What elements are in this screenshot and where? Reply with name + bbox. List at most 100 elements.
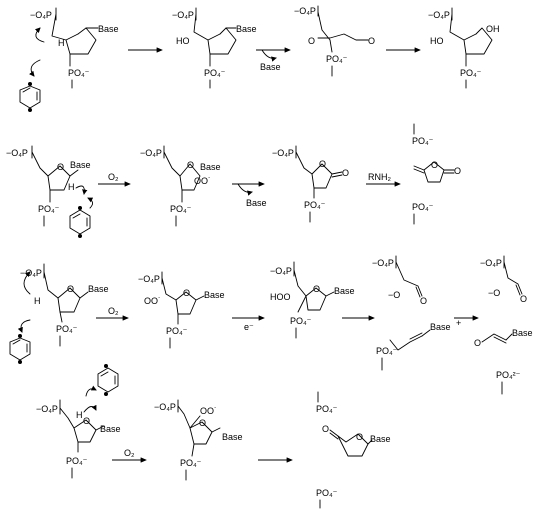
plus-sign: + — [456, 318, 461, 328]
row1-intermediate-2: −O₄P O O PO₄⁻ — [294, 5, 375, 77]
row2-products: PO₄⁻ O O PO₄⁻ — [412, 123, 461, 225]
svg-text:Base: Base — [100, 424, 121, 434]
svg-text:−O₄P: −O₄P — [294, 6, 316, 16]
svg-text:OO˙: OO˙ — [194, 176, 211, 186]
row3-final-products: −O₄P −O O O Base PO₄²⁻ — [474, 255, 533, 395]
svg-text:PO₄⁻: PO₄⁻ — [204, 68, 226, 78]
svg-text:PO₄⁻: PO₄⁻ — [376, 346, 398, 356]
svg-text:O: O — [319, 159, 326, 169]
svg-text:Base: Base — [370, 434, 391, 444]
svg-text:PO₄²⁻: PO₄²⁻ — [496, 370, 521, 380]
svg-text:Base: Base — [204, 290, 225, 300]
svg-text:Base: Base — [88, 284, 109, 294]
svg-text:Base: Base — [430, 322, 451, 332]
svg-text:HO: HO — [176, 36, 190, 46]
svg-text:O: O — [57, 162, 64, 172]
svg-text:OH: OH — [486, 24, 500, 34]
row2-reactant: −O₄P O Base H PO₄⁻ — [6, 145, 94, 238]
svg-text:O: O — [199, 418, 206, 428]
svg-text:PO₄⁻: PO₄⁻ — [166, 326, 188, 336]
svg-text:O: O — [313, 284, 320, 294]
row3-reactant: −O₄P O Base H PO₄⁻ — [9, 263, 109, 364]
svg-text:Base: Base — [512, 328, 533, 338]
svg-text:−O₄P: −O₄P — [270, 266, 292, 276]
electron-label: e⁻ — [244, 322, 254, 332]
svg-text:PO₄⁻: PO₄⁻ — [304, 200, 326, 210]
svg-text:−O₄P: −O₄P — [172, 10, 194, 20]
row1-reactant: −O₄P Base H PO₄⁻ — [19, 7, 119, 112]
svg-text:−O₄P: −O₄P — [140, 148, 162, 158]
svg-text:PO₄⁻: PO₄⁻ — [316, 488, 338, 498]
h-label: H — [58, 38, 65, 48]
svg-text:−O: −O — [488, 288, 500, 298]
oxygen-reagent-label: O₂ — [108, 172, 119, 182]
svg-text:PO₄⁻: PO₄⁻ — [316, 404, 338, 414]
svg-text:Base: Base — [334, 286, 355, 296]
svg-text:−O₄P: −O₄P — [428, 10, 450, 20]
svg-text:H: H — [76, 410, 83, 420]
row2-peroxyl: −O₄P O Base OO˙ PO₄⁻ — [140, 145, 221, 227]
svg-text:O: O — [420, 296, 427, 306]
svg-text:H: H — [34, 296, 41, 306]
row4-peroxyl: −O₄P OO˙ O Base PO₄⁻ — [154, 399, 243, 481]
base-released-label: Base — [260, 62, 281, 72]
svg-text:HOO: HOO — [270, 292, 291, 302]
svg-text:−O₄P: −O₄P — [36, 404, 58, 414]
row3-hydroperoxide: −O₄P HOO O Base PO₄⁻ — [270, 261, 355, 339]
base-release-arrow — [261, 49, 277, 62]
row4-reactant: −O₄P H O Base PO₄⁻ — [36, 364, 121, 479]
svg-text:O: O — [83, 416, 90, 426]
svg-text:−O₄P: −O₄P — [480, 258, 502, 268]
svg-text:PO₄⁻: PO₄⁻ — [56, 324, 78, 334]
svg-text:O: O — [183, 288, 190, 298]
svg-text:O₂: O₂ — [124, 448, 135, 458]
svg-text:Base: Base — [246, 198, 267, 208]
svg-text:O: O — [356, 432, 363, 442]
svg-text:O: O — [474, 338, 481, 348]
svg-text:PO₄⁻: PO₄⁻ — [66, 456, 88, 466]
row3-peroxyl: −O₄P OO˙ O Base PO₄⁻ — [138, 271, 225, 349]
svg-text:PO₄⁻: PO₄⁻ — [326, 54, 348, 64]
svg-text:−O₄P: −O₄P — [6, 148, 28, 158]
svg-text:O: O — [520, 294, 527, 304]
phosphate-bottom-label: PO₄⁻ — [68, 68, 90, 78]
svg-text:PO₄⁻: PO₄⁻ — [460, 68, 482, 78]
svg-text:O₂: O₂ — [108, 306, 119, 316]
svg-text:−O₄P: −O₄P — [138, 274, 160, 284]
base-label: Base — [98, 24, 119, 34]
svg-text:PO₄⁻: PO₄⁻ — [290, 316, 312, 326]
svg-text:−O₄P: −O₄P — [372, 258, 394, 268]
row3-cleavage-products: −O₄P −O O Base + PO₄⁻ — [372, 255, 461, 371]
svg-text:Base: Base — [236, 24, 257, 34]
svg-text:PO₄⁻: PO₄⁻ — [412, 202, 434, 212]
svg-text:PO₄⁻: PO₄⁻ — [38, 204, 60, 214]
svg-text:O: O — [187, 160, 194, 170]
amine-reagent-label: RNH₂ — [368, 172, 391, 182]
svg-text:H: H — [68, 182, 75, 192]
svg-text:O: O — [368, 36, 375, 46]
svg-text:O: O — [322, 424, 329, 434]
svg-text:O: O — [308, 36, 315, 46]
svg-text:PO₄⁻: PO₄⁻ — [180, 458, 202, 468]
phosphate-label: −O₄P — [30, 10, 52, 20]
svg-text:Base: Base — [200, 162, 221, 172]
svg-text:O: O — [342, 168, 349, 178]
svg-text:−O₄P: −O₄P — [154, 402, 176, 412]
svg-text:−O₄P: −O₄P — [20, 268, 42, 278]
svg-text:OO˙: OO˙ — [144, 296, 161, 306]
svg-text:O: O — [454, 166, 461, 176]
svg-text:Base: Base — [222, 432, 243, 442]
svg-text:PO₄⁻: PO₄⁻ — [412, 136, 434, 146]
svg-text:O: O — [431, 160, 438, 170]
svg-text:Base: Base — [70, 160, 91, 170]
svg-text:−O: −O — [388, 290, 400, 300]
row1-product: −O₄P OH HO PO₄⁻ — [428, 7, 500, 89]
svg-text:O: O — [67, 284, 74, 294]
row2-lactone: −O₄P O O PO₄⁻ — [272, 145, 349, 223]
row1-intermediate-1: −O₄P Base HO PO₄⁻ — [172, 7, 257, 89]
svg-text:HO: HO — [430, 36, 444, 46]
svg-text:−O₄P: −O₄P — [272, 148, 294, 158]
row4-products: PO₄⁻ O O Base PO₄⁻ — [316, 391, 391, 509]
svg-text:PO₄⁻: PO₄⁻ — [170, 204, 192, 214]
